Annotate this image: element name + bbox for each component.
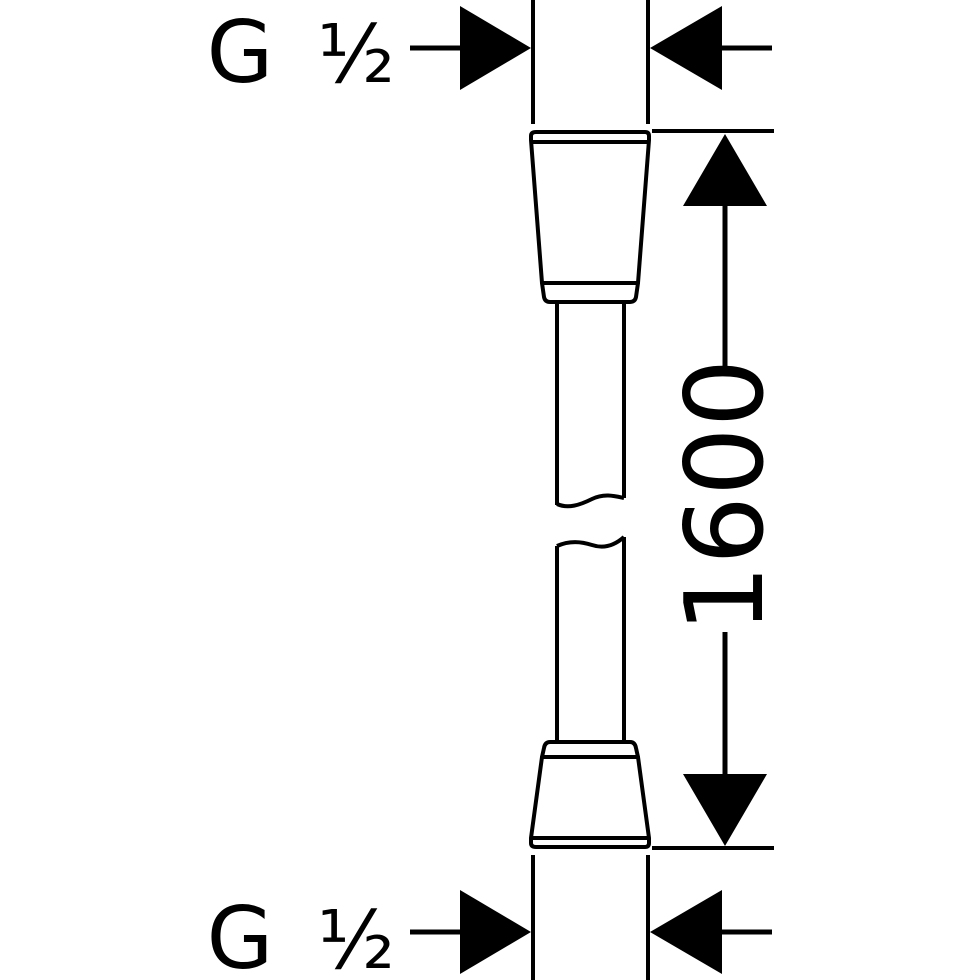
- length-top-arrowhead: [683, 134, 767, 206]
- top-thread-dimension: G ½: [207, 3, 772, 103]
- bottom-connection-pipe: [531, 855, 650, 980]
- length-bottom-arrowhead: [683, 774, 767, 846]
- bottom-thread-letter: G: [207, 889, 274, 980]
- top-connection-pipe: [531, 0, 650, 124]
- bottom-hose-nut: [529, 740, 651, 849]
- top-thread-size: ½: [317, 8, 395, 101]
- top-hose-nut: [529, 130, 651, 304]
- bottom-left-arrowhead: [460, 890, 531, 974]
- hose-body: [555, 303, 626, 742]
- bottom-right-arrowhead: [650, 890, 722, 974]
- top-left-arrowhead: [460, 6, 531, 90]
- top-right-arrowhead: [650, 6, 722, 90]
- length-value: 1600: [663, 359, 788, 634]
- length-dimension: 1600: [652, 129, 788, 850]
- bottom-thread-size: ½: [317, 894, 395, 980]
- bottom-thread-dimension: G ½: [207, 889, 772, 980]
- top-thread-letter: G: [207, 3, 274, 103]
